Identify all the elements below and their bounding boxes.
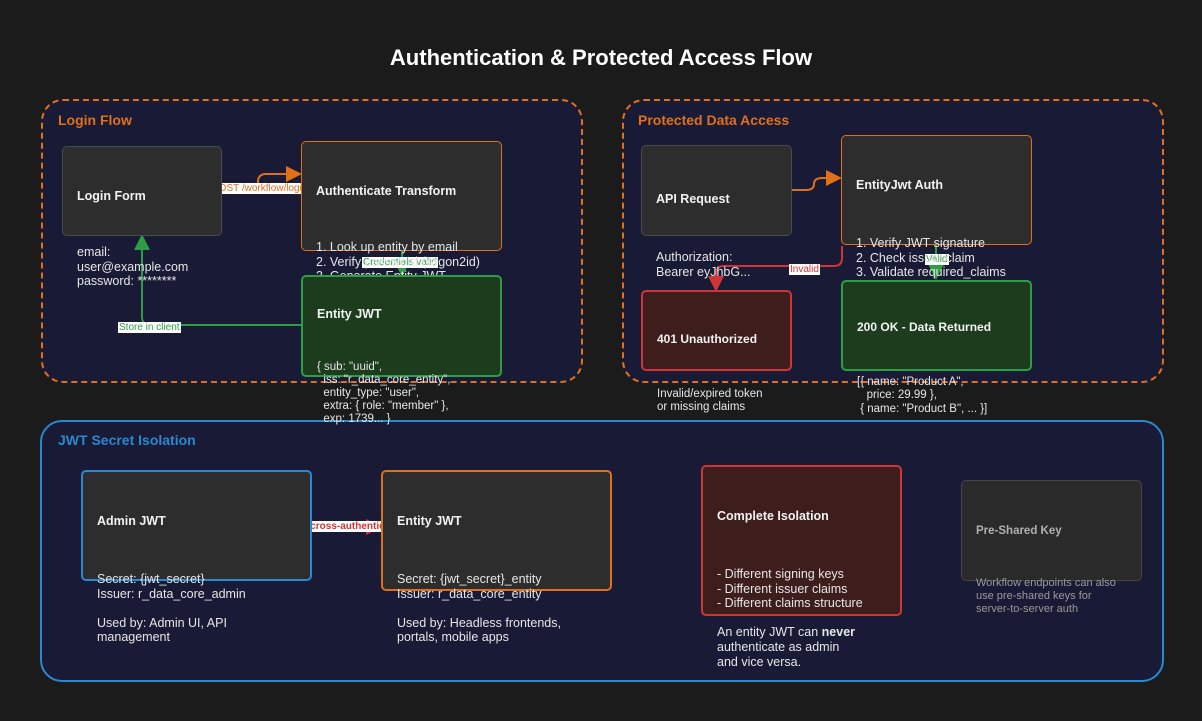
edge-api-to-auth	[792, 170, 842, 191]
preshared-key-title: Pre-Shared Key	[976, 525, 1062, 537]
entityjwt-auth-box: EntityJwt Auth 1. Verify JWT signature 2…	[841, 135, 1032, 294]
edge-label-valid: Valid	[925, 254, 949, 265]
protected-access-label: Protected Data Access	[638, 112, 790, 128]
unauthorized-body: Invalid/expired token or missing claims	[657, 387, 763, 414]
unauthorized-title: 401 Unauthorized	[657, 332, 758, 346]
ok-title: 200 OK - Data Returned	[857, 320, 992, 334]
edge-label-cannot: Cannot cross-authenticate	[272, 521, 401, 532]
authenticate-transform-box: Authenticate Transform 1. Look up entity…	[301, 141, 502, 298]
ok-data-returned-box: 200 OK - Data Returned [{ name: "Product…	[841, 280, 1032, 415]
entity-jwt-body: { sub: "uuid", iss: "r_data_core_entity"…	[317, 361, 451, 425]
isolation-label: JWT Secret Isolation	[58, 432, 196, 448]
edge-label-invalid: Invalid	[789, 264, 820, 275]
edge-invalid	[708, 246, 843, 292]
unauthorized-box: 401 Unauthorized Invalid/expired token o…	[641, 290, 792, 413]
entityjwt-auth-title: EntityJwt Auth	[856, 178, 944, 193]
never-emphasis: never	[821, 625, 856, 640]
page-title: Authentication & Protected Access Flow	[389, 45, 813, 70]
login-form-box: Login Form email: user@example.com passw…	[62, 146, 222, 288]
complete-isolation-box: Complete Isolation - Different signing k…	[701, 465, 902, 666]
entity-jwt-title: Entity JWT	[317, 307, 382, 321]
entity-jwt-isolation-body: Secret: {jwt_secret}_entity Issuer: r_da…	[397, 571, 561, 645]
admin-jwt-body: Secret: {jwt_secret} Issuer: r_data_core…	[97, 571, 246, 645]
entity-jwt-login-box: Entity JWT { sub: "uuid", iss: "r_data_c…	[301, 275, 502, 425]
api-request-title: API Request	[656, 192, 730, 207]
api-request-box: API Request Authorization: Bearer eyJhbG…	[641, 145, 792, 279]
complete-isolation-title: Complete Isolation	[717, 509, 829, 524]
login-flow-label: Login Flow	[58, 112, 132, 128]
entity-jwt-isolation-title: Entity JWT	[397, 514, 462, 529]
api-request-body: Authorization: Bearer eyJhbG...	[656, 249, 751, 279]
admin-jwt-box: Admin JWT Secret: {jwt_secret} Issuer: r…	[81, 470, 312, 644]
preshared-key-body: Workflow endpoints can also use pre-shar…	[976, 577, 1116, 615]
edge-label-store: Store in client	[118, 322, 181, 333]
edge-label-post: POST /workflow/login	[211, 183, 309, 194]
ok-body: [{ name: "Product A", price: 29.99 }, { …	[857, 375, 988, 415]
login-form-body: email: user@example.com password: ******…	[77, 244, 189, 289]
login-form-title: Login Form	[77, 189, 146, 204]
preshared-key-box: Pre-Shared Key Workflow endpoints can al…	[961, 480, 1142, 615]
complete-isolation-body: - Different signing keys - Different iss…	[717, 566, 863, 669]
edge-label-credentials: Credentials valid	[362, 257, 438, 268]
entity-jwt-isolation-box: Entity JWT Secret: {jwt_secret}_entity I…	[381, 470, 612, 644]
authenticate-title: Authenticate Transform	[316, 184, 457, 199]
admin-jwt-title: Admin JWT	[97, 514, 166, 529]
